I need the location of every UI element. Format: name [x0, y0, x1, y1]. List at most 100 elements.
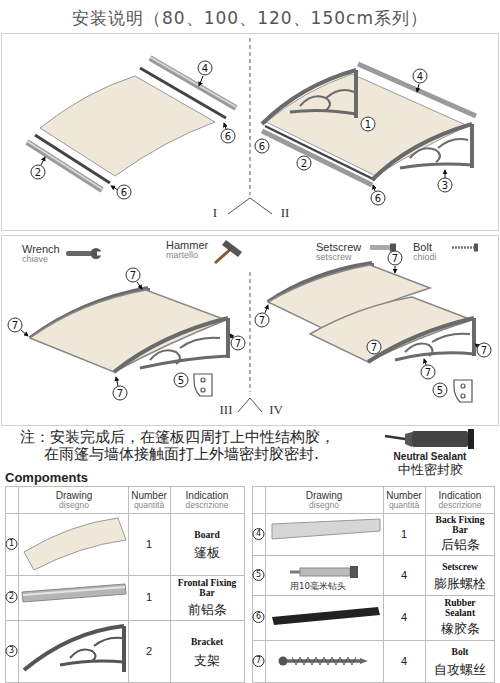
callout-number: 5 [178, 375, 184, 386]
callout-circle [253, 529, 264, 540]
callout-number: 7 [425, 367, 431, 378]
row-number: 2 [9, 593, 14, 602]
callout-circle [421, 365, 435, 379]
callout-circle [6, 592, 17, 603]
part-name-chinese: 后铝条 [441, 538, 480, 552]
quantity-cell: 4 [401, 655, 407, 667]
row-number: 5 [256, 571, 261, 580]
callout-circle [126, 268, 140, 282]
part-name-chinese: 前铝条 [188, 603, 227, 617]
tool-name: Wrench [22, 243, 60, 255]
callout-circle [361, 117, 375, 131]
part-drawings [22, 518, 380, 672]
section-heading: Compoments [5, 471, 88, 485]
quantity-cell: 1 [146, 591, 152, 603]
column-header: Number [131, 490, 167, 501]
part-name: Frontal Fixing Bar [177, 578, 237, 599]
callout-circle [438, 178, 452, 192]
sealant-name: Neutral Sealant [394, 451, 467, 462]
callout-circle [231, 336, 245, 350]
row-number: 3 [9, 647, 14, 656]
tool-name-translation: martello [166, 251, 198, 261]
callout-number: 2 [35, 167, 41, 178]
column-header-translation: disegno [309, 501, 339, 510]
note-text: 注：安装完成后，在篷板四周打上中性结构胶， [20, 429, 335, 446]
callout-number: 7 [481, 345, 487, 356]
part-name: Board [194, 530, 219, 540]
step-numeral: IV [269, 403, 283, 417]
tool-name-translation: setscrew [316, 253, 352, 263]
drawing-caption: 用10毫米钻头 [290, 582, 346, 591]
tool-name: Hammer [166, 239, 208, 251]
callout-circle [371, 191, 385, 205]
sealant-tube [385, 429, 474, 449]
callout-number: 5 [437, 385, 443, 396]
quantity-cell: 4 [401, 569, 407, 581]
callout-number: 6 [375, 193, 381, 204]
callout-circle [413, 69, 427, 83]
part-name: Back Fixing Bar [429, 515, 491, 536]
column-header-translation: descrizione [439, 501, 482, 510]
column-header: Indication [439, 490, 482, 501]
column-header-translation: quantità [389, 501, 419, 510]
panel-frames [2, 34, 499, 426]
callout-number: 6 [121, 187, 127, 198]
callout-number: 7 [259, 315, 265, 326]
column-header: Number [386, 490, 422, 501]
column-header-translation: descrizione [186, 501, 229, 510]
step-numeral: I [213, 206, 217, 220]
quantity-cell: 1 [401, 528, 407, 540]
callout-number: 6 [259, 141, 265, 152]
part-name-chinese: 自攻螺丝 [434, 663, 486, 677]
callout-number: 7 [371, 342, 377, 353]
callout-circle [31, 165, 45, 179]
column-header-translation: quantità [134, 501, 164, 510]
callout-circle [198, 61, 212, 75]
part-name: Bolt [452, 647, 469, 657]
leader-arrows [21, 76, 478, 386]
part-name-chinese: 篷板 [194, 546, 220, 560]
callout-circle [113, 386, 127, 400]
part-name: Rubber Sealant [435, 598, 485, 619]
callout-number: 6 [225, 131, 231, 142]
callout-circle [8, 318, 22, 332]
sealant-name-chinese: 中性密封胶 [398, 463, 463, 477]
row-number: 1 [9, 540, 14, 549]
callout-circle [367, 340, 381, 354]
step-two-drawing [262, 64, 476, 185]
tool-name: Bolt [413, 241, 432, 253]
callout-number: 4 [417, 71, 423, 82]
callout-circle [253, 570, 264, 581]
callout-number: 7 [392, 253, 398, 264]
column-header: Drawing [56, 490, 93, 501]
column-header: Indication [186, 490, 229, 501]
part-name: Setscrew [442, 562, 478, 572]
note-text: 在雨篷与墙体接触面打上外墙密封胶密封. [44, 446, 319, 463]
callout-circles [6, 61, 491, 667]
callout-number: 1 [365, 119, 371, 130]
callout-circle [6, 539, 17, 550]
tool-name-translation: chiodi [413, 253, 437, 263]
part-name-chinese: 膨胀螺栓 [434, 577, 486, 591]
row-number: 4 [256, 530, 261, 539]
step-numeral: III [220, 403, 233, 417]
callout-number: 2 [301, 158, 307, 169]
callout-number: 3 [442, 180, 448, 191]
callout-circle [253, 656, 264, 667]
part-name-chinese: 支架 [194, 654, 220, 668]
callout-circle [433, 383, 447, 397]
parts-table [5, 486, 495, 683]
column-header-translation: disegno [59, 501, 89, 510]
quantity-cell: 4 [401, 611, 407, 623]
tool-name: Setscrew [316, 241, 361, 253]
step-numeral: II [281, 206, 290, 220]
callout-circle [255, 139, 269, 153]
step-one-drawing [27, 57, 236, 190]
step-dividers [228, 38, 272, 412]
callout-circle [477, 343, 491, 357]
callout-circle [174, 373, 188, 387]
part-name: Bracket [191, 637, 223, 647]
column-header: Drawing [306, 490, 343, 501]
